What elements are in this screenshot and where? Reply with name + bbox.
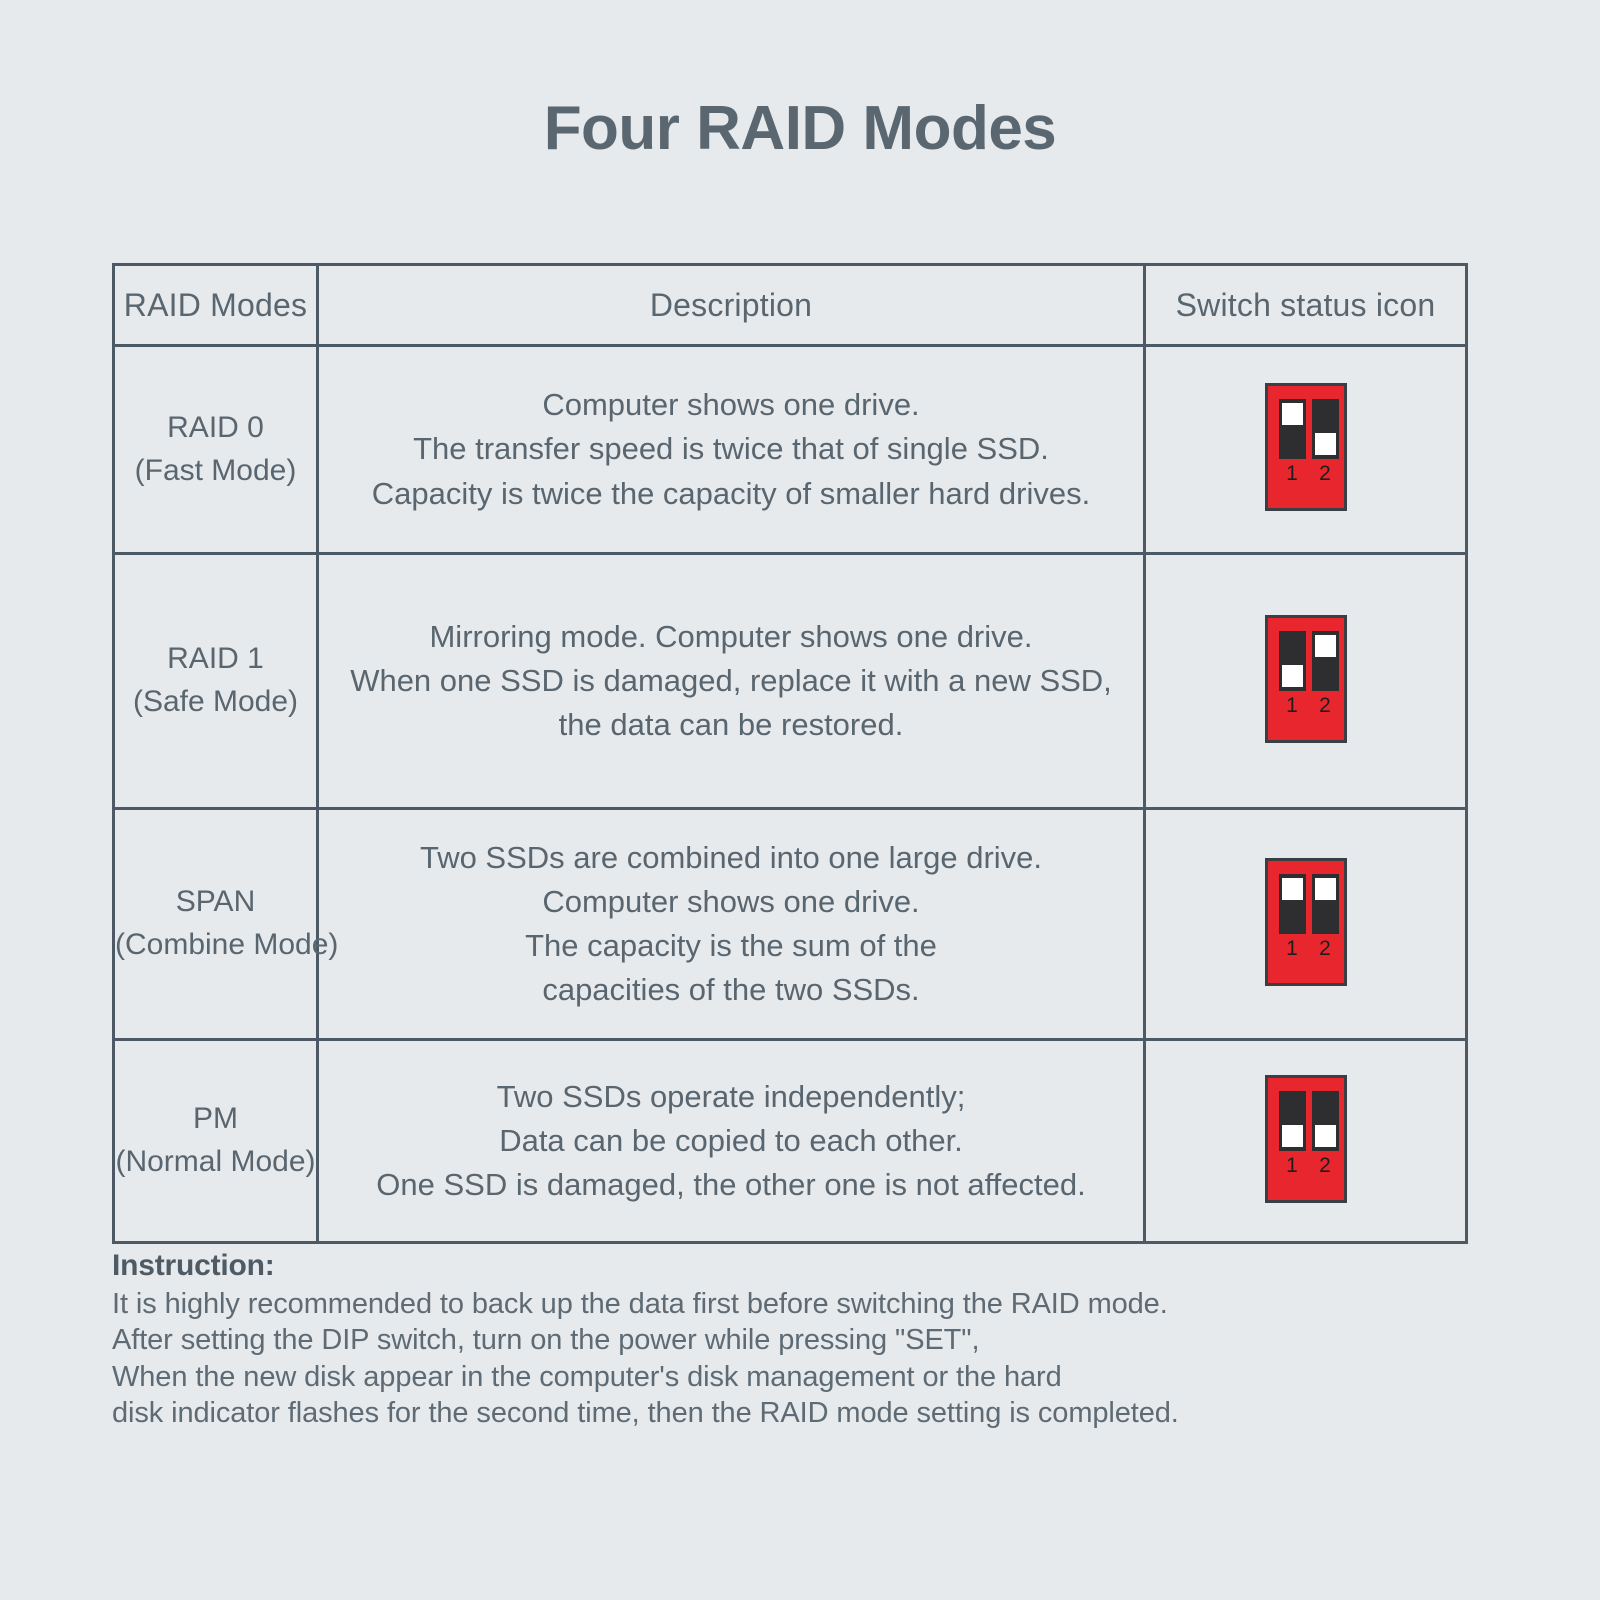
dip-switch-slot-2 bbox=[1311, 873, 1339, 934]
dip-switch-slot-1 bbox=[1278, 1090, 1306, 1151]
description-line: Capacity is twice the capacity of smalle… bbox=[371, 475, 1091, 511]
dip-switch-label-2: 2 bbox=[1319, 1153, 1331, 1177]
instruction-line: It is highly recommended to back up the … bbox=[112, 1287, 1168, 1320]
description-line: Two SSDs are combined into one large dri… bbox=[419, 839, 1043, 875]
cell-mode-pm: PM (Normal Mode) bbox=[112, 1038, 319, 1244]
dip-switch-lever-2-down bbox=[1314, 433, 1336, 455]
dip-switch-label-1: 1 bbox=[1286, 693, 1298, 717]
dip-switch-lever-2-down bbox=[1314, 1124, 1336, 1147]
dip-switch-lever-1-up bbox=[1281, 877, 1303, 900]
mode-name: RAID 0 bbox=[167, 410, 264, 444]
cell-description-span: Two SSDs are combined into one large dri… bbox=[316, 807, 1146, 1041]
cell-switch-icon-span: 1 2 bbox=[1143, 807, 1468, 1041]
dip-switch-lever-1-down bbox=[1281, 1124, 1303, 1147]
cell-description-raid1: Mirroring mode. Computer shows one drive… bbox=[316, 552, 1146, 810]
instruction-line: disk indicator flashes for the second ti… bbox=[112, 1397, 1179, 1430]
cell-switch-icon-raid0: 1 2 bbox=[1143, 344, 1468, 555]
description-line: capacities of the two SSDs. bbox=[542, 972, 920, 1008]
description-line: the data can be restored. bbox=[558, 707, 904, 742]
dip-switch-slot-2 bbox=[1311, 630, 1339, 691]
description-line: Two SSDs operate independently; bbox=[496, 1078, 966, 1114]
dip-switch-label-2: 2 bbox=[1319, 936, 1331, 960]
cell-mode-raid0: RAID 0 (Fast Mode) bbox=[112, 344, 319, 555]
column-header-switch-status-icon: Switch status icon bbox=[1143, 263, 1468, 347]
mode-subtitle: (Combine Mode) bbox=[115, 928, 339, 961]
column-header-raid-modes: RAID Modes bbox=[112, 263, 319, 347]
dip-switch-lever-1-down bbox=[1281, 664, 1303, 687]
description-line: One SSD is damaged, the other one is not… bbox=[376, 1167, 1086, 1202]
column-header-description: Description bbox=[316, 263, 1146, 347]
description-line: Computer shows one drive. bbox=[542, 883, 920, 919]
instruction-block: Instruction: It is highly recommended to… bbox=[112, 1246, 1472, 1432]
dip-switch-slot-1 bbox=[1278, 630, 1306, 691]
dip-switch-label-1: 1 bbox=[1286, 936, 1298, 960]
table-header-row: RAID Modes Description Switch status ico… bbox=[112, 263, 1468, 347]
raid-modes-table: RAID Modes Description Switch status ico… bbox=[112, 263, 1468, 1244]
dip-switch-icon: 1 2 bbox=[1264, 614, 1347, 743]
description-line: When one SSD is damaged, replace it with… bbox=[350, 662, 1112, 698]
dip-switch-slot-1 bbox=[1278, 873, 1306, 934]
dip-switch-label-1: 1 bbox=[1286, 462, 1298, 485]
instruction-title: Instruction: bbox=[112, 1249, 275, 1282]
dip-switch-icon: 1 2 bbox=[1264, 383, 1347, 511]
description-line: The transfer speed is twice that of sing… bbox=[413, 431, 1049, 467]
dip-switch-icon: 1 2 bbox=[1264, 857, 1347, 986]
dip-switch-lever-2-up bbox=[1314, 877, 1336, 900]
dip-switch-lever-2-up bbox=[1314, 634, 1336, 657]
cell-switch-icon-raid1: 1 2 bbox=[1143, 552, 1468, 810]
description-line: The capacity is the sum of the bbox=[525, 928, 937, 963]
description-line: Data can be copied to each other. bbox=[499, 1122, 963, 1158]
description-line: Mirroring mode. Computer shows one drive… bbox=[429, 618, 1033, 654]
cell-description-pm: Two SSDs operate independently; Data can… bbox=[316, 1038, 1146, 1244]
page-title: Four RAID Modes bbox=[543, 94, 1057, 163]
dip-switch-slot-1 bbox=[1278, 399, 1306, 459]
dip-switch-slot-2 bbox=[1311, 1090, 1339, 1151]
dip-switch-label-1: 1 bbox=[1286, 1153, 1298, 1177]
instruction-line: After setting the DIP switch, turn on th… bbox=[112, 1324, 980, 1357]
table-row: RAID 1 (Safe Mode) Mirroring mode. Compu… bbox=[112, 552, 1468, 810]
raid-modes-table-wrapper: RAID Modes Description Switch status ico… bbox=[112, 263, 1468, 1244]
table-row: PM (Normal Mode) Two SSDs operate indepe… bbox=[112, 1038, 1468, 1244]
dip-switch-icon: 1 2 bbox=[1264, 1074, 1347, 1203]
mode-name: RAID 1 bbox=[167, 642, 264, 676]
cell-switch-icon-pm: 1 2 bbox=[1143, 1038, 1468, 1244]
dip-switch-label-2: 2 bbox=[1319, 462, 1331, 485]
table-row: RAID 0 (Fast Mode) Computer shows one dr… bbox=[112, 344, 1468, 555]
dip-switch-slot-2 bbox=[1311, 399, 1339, 459]
cell-mode-raid1: RAID 1 (Safe Mode) bbox=[112, 552, 319, 810]
dip-switch-label-2: 2 bbox=[1319, 693, 1331, 717]
mode-subtitle: (Safe Mode) bbox=[132, 685, 299, 718]
mode-subtitle: (Normal Mode) bbox=[115, 1145, 316, 1178]
mode-name: PM bbox=[193, 1102, 238, 1136]
dip-switch-lever-1-up bbox=[1281, 403, 1303, 425]
mode-name: SPAN bbox=[175, 885, 256, 919]
mode-subtitle: (Fast Mode) bbox=[134, 453, 297, 487]
instruction-line: When the new disk appear in the computer… bbox=[112, 1360, 1062, 1393]
cell-mode-span: SPAN (Combine Mode) bbox=[112, 807, 339, 1041]
table-row: SPAN (Combine Mode) Two SSDs are combine… bbox=[112, 807, 1468, 1041]
description-line: Computer shows one drive. bbox=[542, 387, 920, 423]
cell-description-raid0: Computer shows one drive. The transfer s… bbox=[316, 344, 1146, 555]
